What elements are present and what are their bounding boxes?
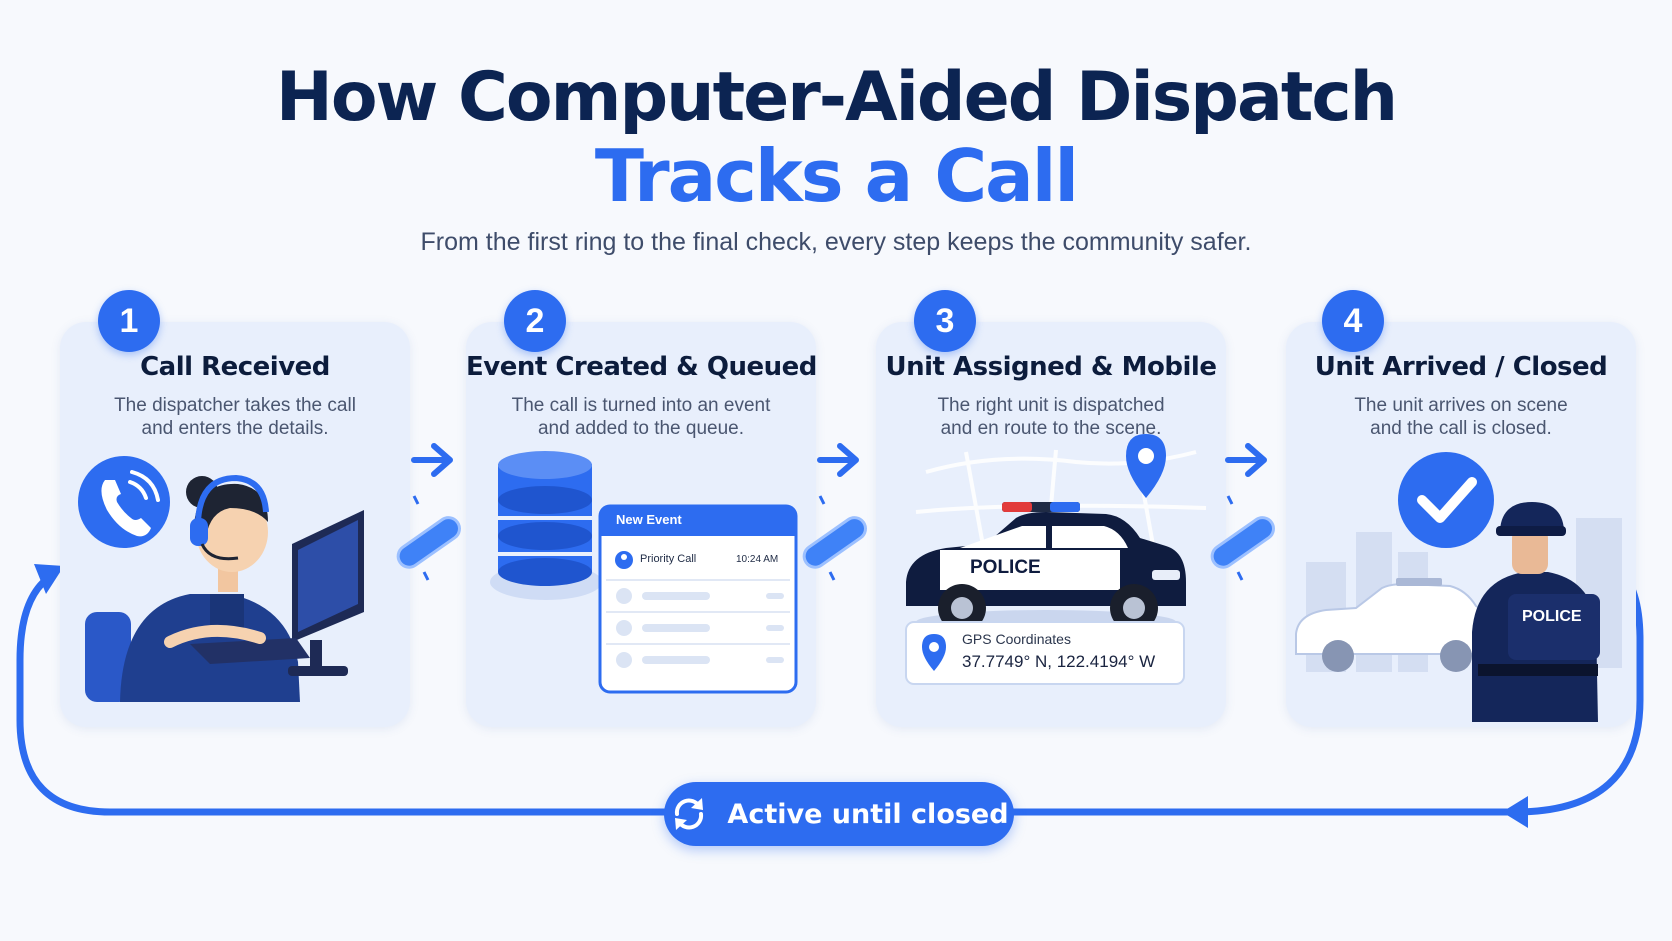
refresh-icon: [675, 798, 704, 830]
step-1-desc-line-1: The dispatcher takes the call: [114, 395, 356, 416]
loop-arrowhead-left: [34, 564, 64, 594]
step-1-description: The dispatcher takes the call and enters…: [70, 394, 400, 440]
step-4-title: Unit Arrived / Closed: [1314, 352, 1608, 382]
step-2-title: Event Created & Queued: [466, 352, 817, 382]
event-panel-header: New Event: [616, 512, 682, 527]
step-1-desc-line-2: and enters the details.: [141, 418, 329, 439]
dispatcher-illustration: [78, 456, 364, 702]
title-line-2: Tracks a Call: [594, 134, 1079, 218]
step-3-badge: 3: [914, 290, 976, 352]
phone-icon: [78, 456, 170, 548]
step-2-desc-line-1: The call is turned into an event: [511, 395, 771, 416]
officer-vest-label: POLICE: [1522, 608, 1582, 625]
step-1-title: Call Received: [140, 352, 330, 382]
checkmark-icon: [1398, 452, 1494, 548]
event-queue-panel: [598, 504, 798, 694]
step-2-description: The call is turned into an event and add…: [476, 394, 806, 440]
step-card-2: Event Created & Queued The call is turne…: [466, 322, 817, 727]
database-icon: [490, 451, 602, 600]
police-car-illustration: [905, 434, 1207, 685]
step-2-desc-line-2: and added to the queue.: [537, 418, 745, 439]
step-3-description: The right unit is dispatched and en rout…: [886, 394, 1216, 440]
title-line-1: How Computer-Aided Dispatch: [275, 58, 1398, 137]
gps-pin-icon: [922, 634, 946, 671]
flow-arrow-3: [1210, 443, 1275, 581]
event-row-label: Priority Call: [640, 553, 697, 565]
gps-label: GPS Coordinates: [962, 631, 1071, 647]
step-3-desc-line-1: The right unit is dispatched: [937, 395, 1165, 416]
loop-label: Active until closed: [727, 798, 1009, 830]
step-3-title: Unit Assigned & Mobile: [885, 352, 1217, 382]
event-row-time: 10:24 AM: [736, 554, 779, 565]
step-card-1: Call Received The dispatcher takes the c…: [60, 322, 410, 727]
police-officer-illustration: [1295, 452, 1622, 722]
step-1-badge: 1: [98, 290, 160, 352]
step-4-desc-line-2: and the call is closed.: [1370, 418, 1552, 439]
step-4-description: The unit arrives on scene and the call i…: [1296, 394, 1626, 440]
gps-panel: [905, 621, 1185, 685]
flow-arrow-1: [396, 443, 461, 581]
map-pin-icon: [1126, 434, 1166, 498]
event-queue-illustration: [490, 451, 798, 694]
flow-arrow-2: [802, 443, 867, 581]
step-3-desc-line-2: and en route to the scene.: [940, 418, 1162, 439]
police-car-label: POLICE: [970, 557, 1041, 578]
active-until-closed-pill: Active until closed: [664, 782, 1014, 846]
loop-arrowhead-right: [1502, 796, 1528, 828]
step-2-badge: 2: [504, 290, 566, 352]
step-4-badge: 4: [1322, 290, 1384, 352]
subtitle: From the first ring to the final check, …: [420, 228, 1252, 256]
gps-value: 37.7749° N, 122.4194° W: [962, 652, 1156, 671]
step-card-4: Unit Arrived / Closed The unit arrives o…: [1286, 322, 1636, 727]
step-4-desc-line-1: The unit arrives on scene: [1354, 395, 1568, 416]
step-card-3: Unit Assigned & Mobile The right unit is…: [876, 322, 1226, 727]
